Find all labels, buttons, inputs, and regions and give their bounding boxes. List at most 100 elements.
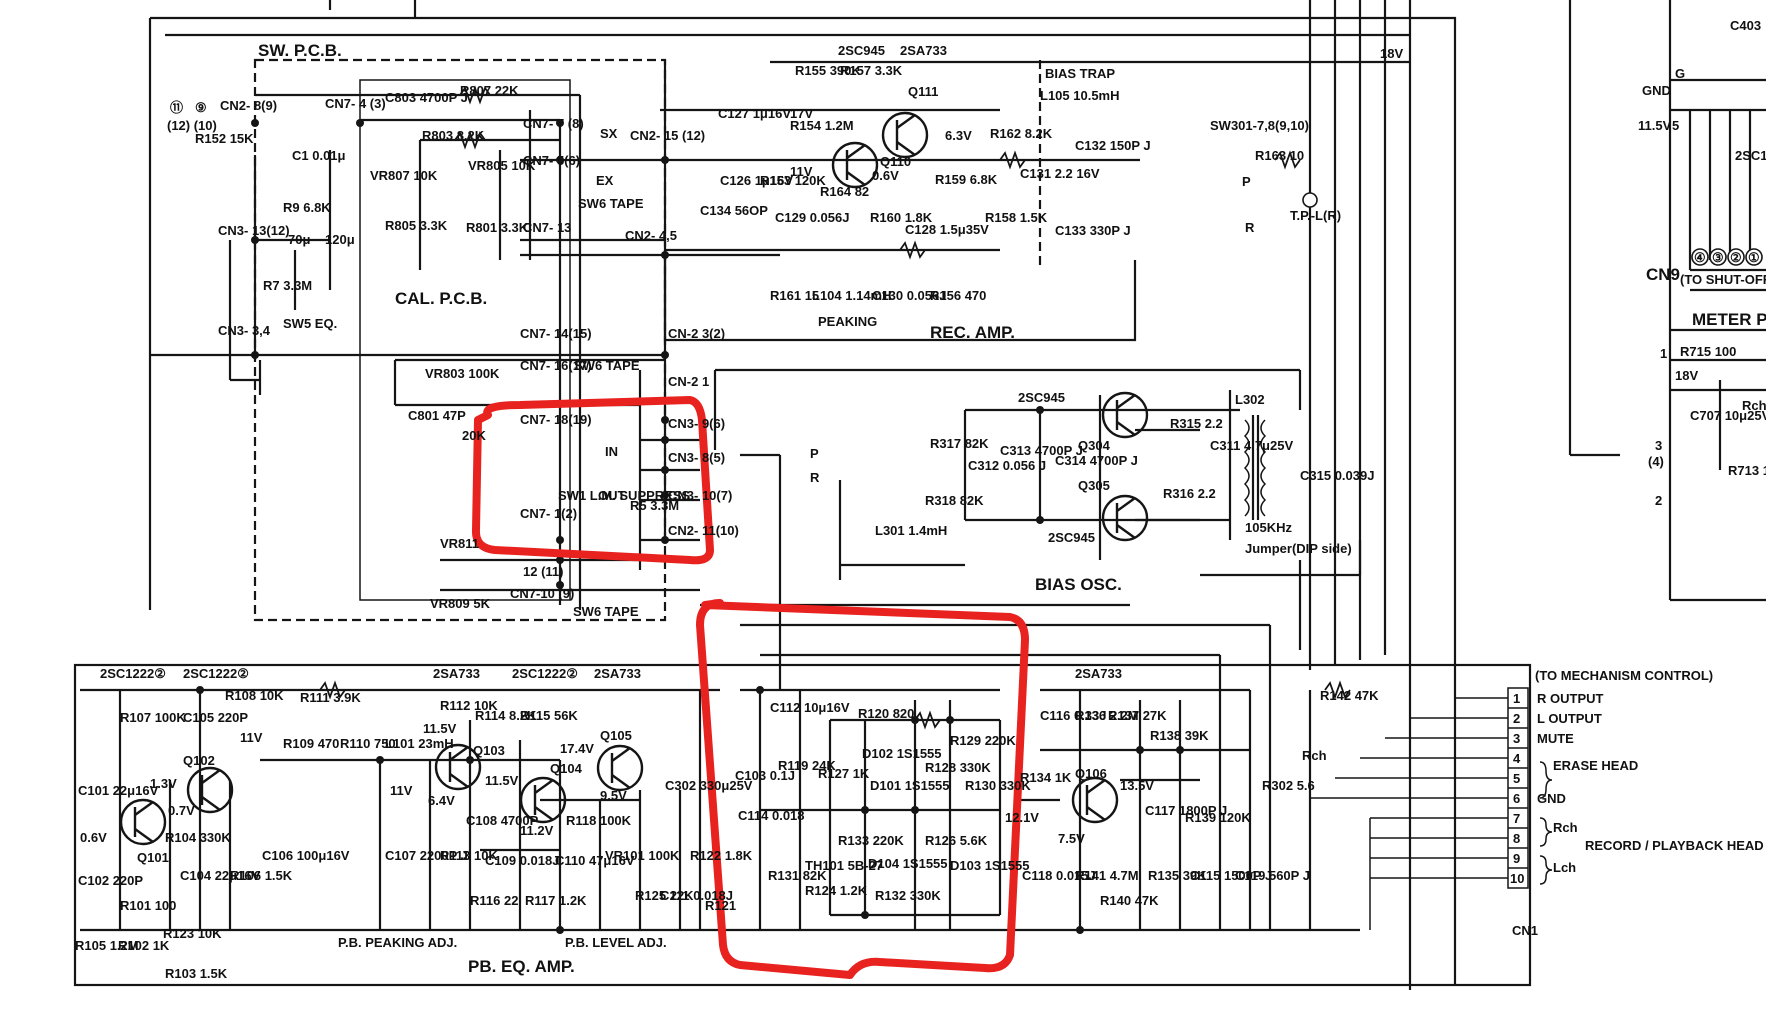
- supply-18v: 18V: [1380, 46, 1403, 61]
- cn-9: CN7- 14(15): [520, 326, 592, 341]
- bo-p: P: [810, 446, 819, 461]
- rec-part-11: R159 6.8K: [935, 172, 998, 187]
- rp-7: (TO SHUT-OFF: [1680, 272, 1766, 287]
- sw-switch-2: SW1 L.M. SUPPRESS: [558, 488, 691, 503]
- pb-part-49: D104 1S1555: [868, 856, 948, 871]
- rec-part-6: C134 56OP: [700, 203, 768, 218]
- pb-eq-labels: 2SC1222② 2SC1222② 2SA733 2SC1222② 2SA733…: [75, 666, 1379, 981]
- rp-pin-1: ③: [1712, 250, 1724, 265]
- pb-misc-0: Rch: [1302, 748, 1327, 763]
- pb-peaking-adj-label: P.B. PEAKING ADJ.: [338, 935, 457, 950]
- bias-osc-title: BIAS OSC.: [1035, 575, 1122, 594]
- pb-part-6: L101 23mH: [385, 736, 454, 751]
- pb-part-14: C104 22μ16V: [180, 868, 261, 883]
- pb-part-9: R115 56K: [520, 708, 578, 723]
- sw-part-13: VR803 100K: [425, 366, 500, 381]
- pb-tr-0: 2SC1222②: [100, 666, 166, 681]
- pb-part-35: C112 10μ16V: [770, 700, 850, 715]
- pb-volt-4: 11.5V: [423, 721, 457, 736]
- pb-part-45: R131 82K: [768, 868, 827, 883]
- pb-volt-1: 0.7V: [168, 803, 195, 818]
- cn1-connector: [1310, 687, 1529, 930]
- highlight-annotations: [471, 396, 1029, 979]
- pb-tr-9: Q105: [600, 728, 632, 743]
- pb-part-37: R120 820: [858, 706, 914, 721]
- highlight-lm-suppress: [471, 396, 714, 565]
- rec-part-4: R153 120K: [760, 173, 826, 188]
- sw-part-9: R9 6.8K: [283, 200, 331, 215]
- pb-part-60: C118 0.015J: [1022, 868, 1096, 883]
- pb-tr-11: Q106: [1075, 766, 1107, 781]
- pb-part-62: R140 47K: [1100, 893, 1159, 908]
- rp-8: R715 100: [1680, 344, 1736, 359]
- bo-part-1: C312 0.056 J: [968, 458, 1046, 473]
- cn1-pin-1-num: 1: [1513, 691, 1520, 706]
- meter-pcb-title: METER P.C: [1692, 310, 1766, 329]
- pb-part-32: R102 1K: [118, 938, 170, 953]
- cn1-pin-3-label: MUTE: [1537, 731, 1574, 746]
- pb-volt-11: 12.1V: [1005, 810, 1039, 825]
- pb-volt-7: 11.5V: [485, 773, 519, 788]
- rec-part-1: R157 3.3K: [840, 63, 903, 78]
- pb-part-21: R116 22: [470, 893, 518, 908]
- pb-part-19: C108 4700P: [466, 813, 539, 828]
- rec-amp-labels: 2SC945 2SA733 Q111 Q110 R155 390K R157 3…: [700, 43, 1403, 303]
- pb-part-13: R101 100: [120, 898, 176, 913]
- pb-tr-8: Q104: [550, 761, 583, 776]
- pb-part-29: R121: [705, 898, 736, 913]
- sw-part-12: 120μ: [325, 232, 355, 247]
- rec-part-5: C126 1μ16V: [720, 173, 793, 188]
- rec-volt-3: 6.3V: [945, 128, 972, 143]
- pb-part-18: R113 10K: [440, 848, 498, 863]
- pb-eq-amp-block: [73, 603, 1532, 987]
- pb-part-67: R302 5.6: [1262, 778, 1315, 793]
- cn1-erase-head: ERASE HEAD: [1553, 758, 1638, 773]
- rec-amp-title: REC. AMP.: [930, 323, 1015, 342]
- sw-part-8: C1 0.01μ: [292, 148, 346, 163]
- pb-part-58: C117 1800P J: [1145, 803, 1227, 818]
- sw-part-2: R807 22K: [460, 83, 519, 98]
- highlight-pb-eq-network: [696, 599, 1029, 979]
- cal-pcb-title: CAL. P.C.B.: [395, 289, 487, 308]
- sw-pin-1: ⑨: [195, 100, 207, 115]
- cn-2: CN7- 7 (8): [523, 116, 584, 131]
- cn1-pin-10-num: 10: [1510, 871, 1524, 886]
- cn1-pin-5-num: 5: [1513, 771, 1520, 786]
- pb-part-36: R119 24K: [778, 758, 836, 773]
- cn-16: CN3- 10(7): [668, 488, 732, 503]
- cn1-title: (TO MECHANISM CONTROL): [1535, 668, 1713, 683]
- bias-trap-labels: L105 10.5mH C131 2.2 16V C132 150P J C13…: [1020, 88, 1341, 238]
- rec-tr-2: 2SA733: [900, 43, 947, 58]
- pb-part-34: C103 0.1J: [735, 768, 795, 783]
- sw-part-17: VR809 5K: [430, 596, 491, 611]
- sw-pcb-title: SW. P.C.B.: [258, 41, 342, 60]
- sw-part-18: R5 3.3M: [630, 498, 679, 513]
- pb-part-53: R134 1K: [1020, 770, 1072, 785]
- pb-part-8: R114 8.2K: [475, 708, 537, 723]
- cn1-pin-8-num: 8: [1513, 831, 1520, 846]
- pb-part-68: C302 330μ25V: [665, 778, 753, 793]
- pb-part-64: C115 1500P J: [1190, 868, 1272, 883]
- rec-part-12: R158 1.5K: [985, 210, 1048, 225]
- bo-tr-1: Q304: [1078, 438, 1111, 453]
- pb-part-41: R128 330K: [925, 760, 991, 775]
- rp-pin-2: ②: [1730, 250, 1742, 265]
- rp-10: C707 10μ25V: [1690, 408, 1766, 423]
- cn-10: CN7- 16(17): [520, 358, 592, 373]
- bt-part-2: C132 150P J: [1075, 138, 1151, 153]
- cn1-rec-pb-head: RECORD / PLAYBACK HEAD: [1585, 838, 1764, 853]
- right-panel-labels: G GND 5 11.5V C403 2SC1 CN9 (TO SHUT-OFF…: [1638, 18, 1766, 508]
- sw-pin-0: ⑪: [170, 100, 183, 115]
- rec-tr-3: Q111: [908, 84, 938, 99]
- pb-part-48: R133 220K: [838, 833, 904, 848]
- cn1-rch: Rch: [1553, 820, 1578, 835]
- rec-part-7: C129 0.056J: [775, 210, 849, 225]
- rp-11: Rch: [1742, 398, 1766, 413]
- sw-part-14: C801 47P: [408, 408, 466, 423]
- rp-14: 3: [1655, 438, 1662, 453]
- cn-0: CN2- 8(9): [220, 98, 277, 113]
- pb-volt-2: 0.6V: [80, 830, 107, 845]
- rp-pin-0: ④: [1694, 250, 1706, 265]
- rec-amp-transistors: [119, 111, 1149, 846]
